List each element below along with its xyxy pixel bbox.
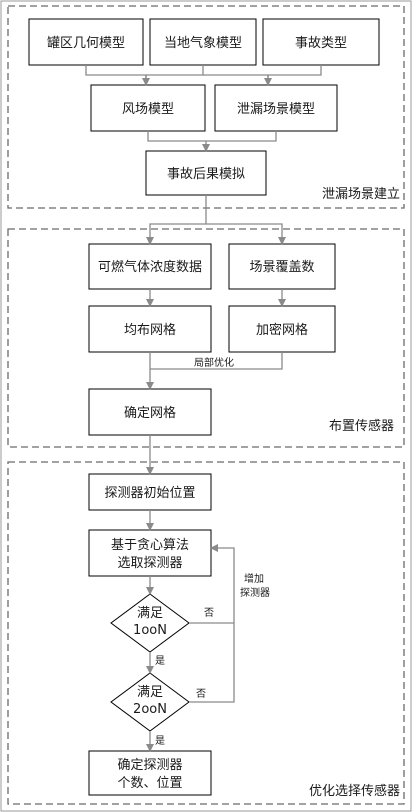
node-gas-data: 可燃气体浓度数据 bbox=[88, 243, 212, 290]
section-optimize-frame bbox=[7, 461, 405, 805]
svg-text:罐区几何模型: 罐区几何模型 bbox=[47, 35, 125, 51]
svg-text:风场模型: 风场模型 bbox=[122, 102, 174, 117]
node-detector-init: 探测器初始位置 bbox=[88, 473, 212, 511]
node-final-detectors: 确定探测器 个数、位置 bbox=[88, 750, 212, 796]
node-accident-sim: 事故后果模拟 bbox=[145, 150, 267, 196]
node-leak-model: 泄漏场景模型 bbox=[214, 84, 338, 132]
node-scene-coverage: 场景覆盖数 bbox=[228, 243, 336, 290]
node-wind-model: 风场模型 bbox=[90, 84, 206, 132]
svg-text:均布网格: 均布网格 bbox=[124, 322, 176, 338]
decision-2oon: 满足 2ooN bbox=[110, 672, 190, 732]
svg-text:事故后果模拟: 事故后果模拟 bbox=[167, 167, 245, 182]
node-uniform-grid: 均布网格 bbox=[88, 305, 212, 353]
svg-text:事故类型: 事故类型 bbox=[295, 36, 347, 51]
label-yes-1: 是 bbox=[155, 655, 165, 667]
label-no-2: 否 bbox=[196, 688, 206, 700]
section-scenario-label: 泄漏场景建立 bbox=[322, 186, 400, 202]
label-no-1: 否 bbox=[204, 607, 214, 619]
svg-text:加密网格: 加密网格 bbox=[256, 322, 308, 338]
svg-text:当地气象模型: 当地气象模型 bbox=[164, 35, 242, 51]
node-dense-grid: 加密网格 bbox=[228, 305, 336, 353]
edge-tank-wind bbox=[85, 65, 147, 85]
decision-1oon: 满足 1ooN bbox=[110, 593, 190, 653]
node-accident-type: 事故类型 bbox=[262, 18, 380, 66]
svg-text:基于贪心算法: 基于贪心算法 bbox=[111, 538, 189, 553]
edge-weather-leak bbox=[203, 74, 269, 85]
svg-text:2ooN: 2ooN bbox=[133, 702, 167, 717]
svg-text:场景覆盖数: 场景覆盖数 bbox=[249, 260, 314, 275]
label-local-opt: 局部优化 bbox=[194, 356, 234, 369]
section-layout-frame bbox=[7, 228, 405, 448]
node-final-grid: 确定网格 bbox=[88, 388, 212, 436]
svg-text:探测器初始位置: 探测器初始位置 bbox=[104, 486, 195, 501]
edge-weather-wind bbox=[146, 65, 204, 76]
svg-text:1ooN: 1ooN bbox=[133, 623, 167, 638]
svg-text:泄漏场景模型: 泄漏场景模型 bbox=[237, 101, 315, 117]
section-optimize-label: 优化选择传感器 bbox=[309, 783, 400, 799]
section-layout-label: 布置传感器 bbox=[329, 418, 394, 434]
svg-text:满足: 满足 bbox=[137, 606, 163, 621]
node-tank-model: 罐区几何模型 bbox=[28, 18, 144, 66]
label-add-1: 增加 bbox=[244, 572, 264, 585]
svg-text:可燃气体浓度数据: 可燃气体浓度数据 bbox=[98, 259, 202, 275]
label-add-2: 探测器 bbox=[240, 586, 270, 599]
node-weather-model: 当地气象模型 bbox=[149, 18, 257, 66]
svg-text:满足: 满足 bbox=[137, 685, 163, 700]
edge-wind-sim bbox=[147, 131, 206, 142]
edge-sim-coverage bbox=[206, 223, 286, 245]
edge-loop-back bbox=[189, 544, 235, 703]
edge-leak-sim bbox=[206, 131, 277, 142]
edge-dense-final bbox=[150, 352, 283, 370]
node-greedy: 基于贪心算法 选取探测器 bbox=[88, 529, 212, 577]
label-yes-2: 是 bbox=[155, 735, 165, 747]
svg-text:选取探测器: 选取探测器 bbox=[117, 556, 182, 571]
edge-type-leak bbox=[268, 65, 322, 76]
svg-text:确定网格: 确定网格 bbox=[124, 405, 176, 421]
svg-text:个数、位置: 个数、位置 bbox=[117, 776, 182, 791]
svg-text:确定探测器: 确定探测器 bbox=[117, 758, 182, 773]
edge-sim-gas bbox=[146, 195, 207, 245]
